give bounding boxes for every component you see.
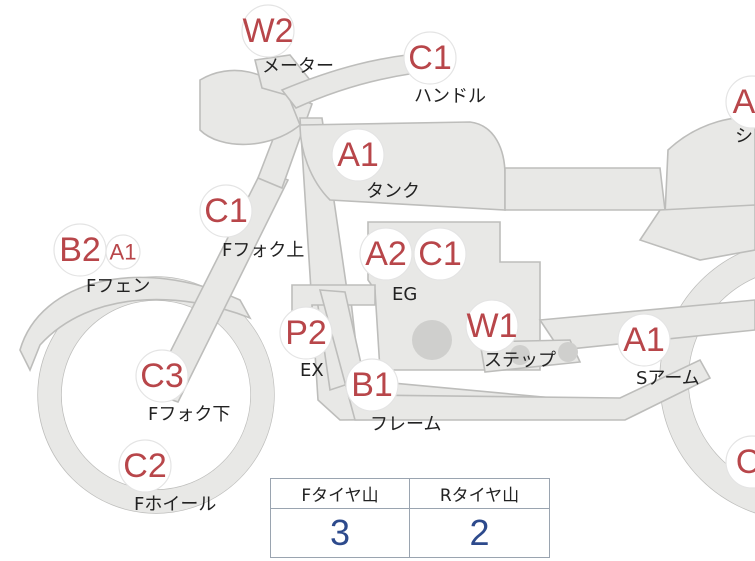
header-rear-tire: Rタイヤ山 <box>410 479 549 509</box>
label-fork-upper: Fフォク上 <box>222 240 304 261</box>
front-fender-shape <box>19 276 252 372</box>
code-meter: W2 <box>243 12 294 50</box>
label-frame: フレーム <box>370 414 441 435</box>
code-s-arm: A1 <box>623 321 665 359</box>
seat-lower-shape <box>638 204 755 261</box>
part-exhaust: P2 EX <box>279 306 333 381</box>
code2-f-fender: A1 <box>110 240 137 265</box>
label-s-arm: Sアーム <box>636 368 700 389</box>
part-r-wheel: C <box>725 435 755 489</box>
label-step: ステップ <box>484 350 556 371</box>
label-exhaust: EX <box>300 360 324 381</box>
code-step: W1 <box>467 307 518 345</box>
code-seat: A <box>733 83 755 121</box>
label-engine: EG <box>392 284 417 305</box>
code-fork-upper: C1 <box>204 192 247 230</box>
label-tank: タンク <box>366 181 420 202</box>
code-exhaust: P2 <box>285 314 327 352</box>
part-fork-lower: C3 Fフォク下 <box>135 349 230 425</box>
part-seat: A シ <box>725 75 755 147</box>
code-tank: A1 <box>337 136 379 174</box>
code-f-fender: B2 <box>59 231 101 269</box>
code2-engine: C1 <box>418 235 461 273</box>
step-peg-1 <box>510 345 530 365</box>
code-r-wheel: C <box>736 443 755 481</box>
label-meter: メーター <box>262 56 334 77</box>
part-engine: A2 C1 EG <box>359 227 467 305</box>
label-seat: シ <box>735 126 753 147</box>
value-front-tire: 3 <box>271 509 410 557</box>
code-f-wheel: C2 <box>123 447 166 485</box>
part-frame: B1 フレーム <box>345 358 441 435</box>
code-engine: A2 <box>365 235 407 273</box>
step-peg-2 <box>558 342 578 362</box>
engine-cover <box>412 320 452 360</box>
part-fork-upper: C1 Fフォク上 <box>199 184 304 261</box>
code-handle: C1 <box>408 39 451 77</box>
part-tank: A1 タンク <box>331 128 420 202</box>
part-handle: C1 ハンドル <box>403 31 486 107</box>
part-meter: W2 メーター <box>241 4 334 77</box>
part-f-fender: B2 A1 Fフェン <box>53 223 150 297</box>
code-fork-lower: C3 <box>140 357 183 395</box>
tire-tread-table: Fタイヤ山 Rタイヤ山 3 2 <box>270 478 550 558</box>
code-frame: B1 <box>351 366 393 404</box>
value-rear-tire: 2 <box>469 512 490 553</box>
label-handle: ハンドル <box>414 86 486 107</box>
label-fork-lower: Fフォク下 <box>148 404 230 425</box>
part-step: W1 ステップ <box>465 299 556 371</box>
label-f-wheel: Fホイール <box>134 494 216 515</box>
label-f-fender: Fフェン <box>86 276 150 297</box>
part-s-arm: A1 Sアーム <box>617 313 700 389</box>
tank-rear-shape <box>504 167 666 211</box>
header-front-tire: Fタイヤ山 <box>271 479 410 509</box>
part-f-wheel: C2 Fホイール <box>118 439 216 515</box>
